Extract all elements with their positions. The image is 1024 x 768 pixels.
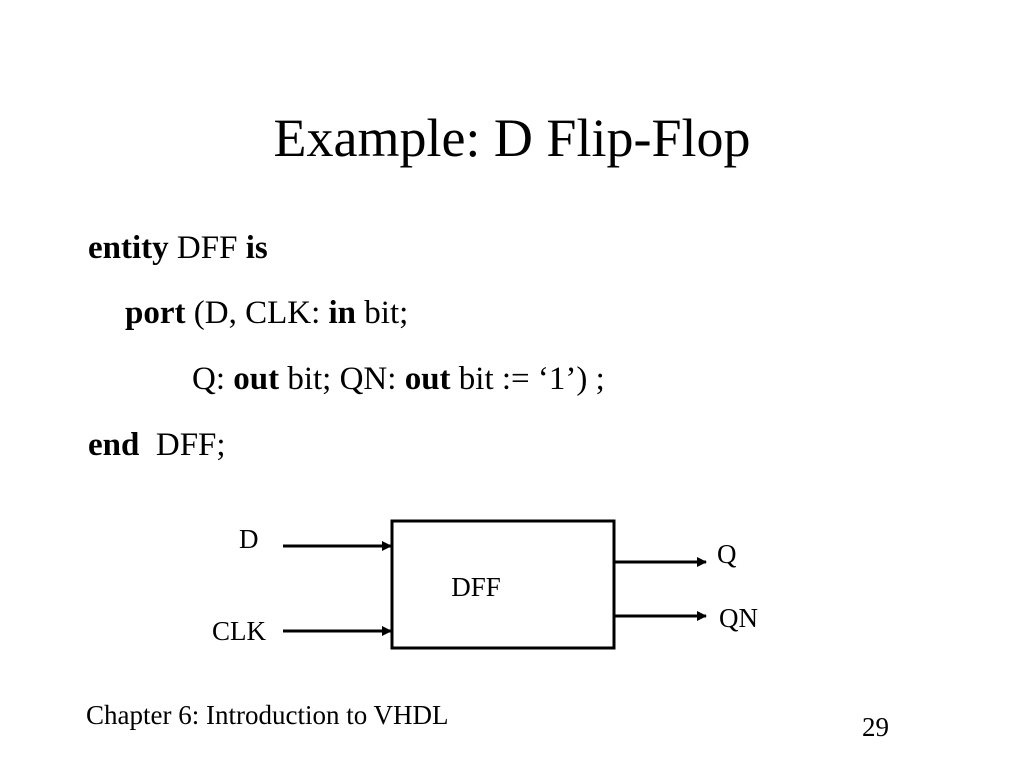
- keyword-is: is: [245, 230, 268, 266]
- input-clk-label: CLK: [212, 616, 267, 646]
- output-qn-label: QN: [719, 603, 758, 633]
- slide-title: Example: D Flip-Flop: [273, 108, 751, 168]
- code-text: bit;: [356, 295, 409, 331]
- output-q-label: Q: [717, 539, 737, 569]
- keyword-out: out: [404, 361, 451, 397]
- page-number: 29: [862, 712, 889, 742]
- dff-block: [390, 519, 616, 650]
- code-line-end: end DFF;: [88, 425, 226, 465]
- input-d-label: D: [239, 524, 259, 554]
- keyword-port: port: [125, 295, 186, 331]
- code-line-entity: entity DFF is: [88, 228, 268, 268]
- keyword-out: out: [233, 361, 280, 397]
- code-text: bit; QN:: [279, 361, 405, 397]
- code-text: DFF: [168, 230, 246, 266]
- code-line-outputs: Q: out bit; QN: out bit := ‘1’) ;: [192, 359, 605, 399]
- code-text: DFF;: [139, 427, 226, 463]
- code-text: (D, CLK:: [185, 295, 329, 331]
- footer-chapter: Chapter 6: Introduction to VHDL: [86, 700, 449, 730]
- keyword-end: end: [88, 427, 140, 463]
- code-text: Q:: [192, 361, 234, 397]
- keyword-in: in: [328, 295, 357, 331]
- keyword-entity: entity: [88, 230, 169, 266]
- dff-block-label: DFF: [451, 572, 501, 602]
- code-line-port: port (D, CLK: in bit;: [125, 293, 408, 333]
- code-text: bit := ‘1’) ;: [450, 361, 605, 397]
